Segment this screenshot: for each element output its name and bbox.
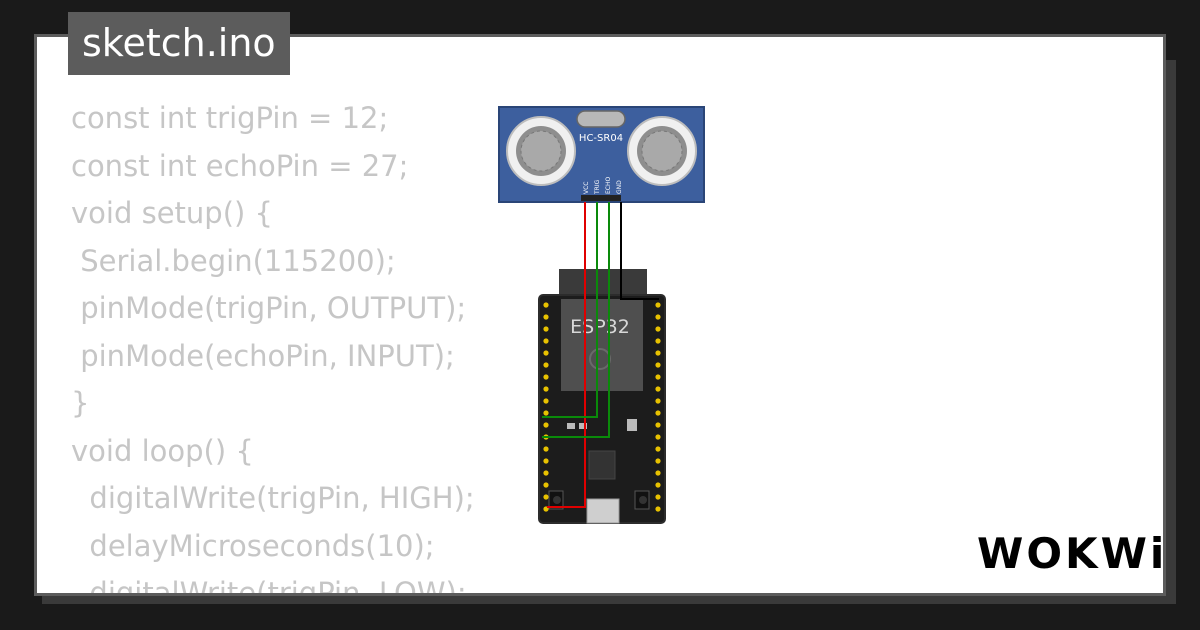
code-line: const int trigPin = 12;: [71, 101, 389, 135]
sensor-label: HC-SR04: [579, 133, 623, 144]
transducer-right: [627, 116, 697, 186]
code-line: Serial.begin(115200);: [71, 243, 396, 278]
code-line: pinMode(trigPin, OUTPUT);: [71, 291, 467, 325]
wire-gnd: [620, 202, 659, 300]
code-line: }: [71, 386, 90, 420]
code-preview: const int trigPin = 12; const int echoPin…: [71, 95, 475, 596]
board-label: ESP32: [570, 316, 630, 338]
pin-label-gnd: GND: [616, 180, 623, 194]
esp32-board[interactable]: ESP32: [538, 269, 666, 524]
code-line: delayMicroseconds(10);: [71, 528, 435, 563]
code-line: const int echoPin = 27;: [71, 148, 409, 183]
pin-label-echo: ECHO: [605, 177, 612, 194]
card-shadow-bottom: [42, 596, 1176, 604]
wire-echo: [542, 202, 610, 438]
wokwi-logo: WOKWi: [977, 529, 1166, 578]
transducer-left: [506, 116, 576, 186]
ultrasonic-sensor[interactable]: HC-SR04 VCC TRIG ECHO GND: [498, 106, 705, 203]
circuit-diagram: HC-SR04 VCC TRIG ECHO GND ESP32: [498, 106, 705, 524]
code-line: digitalWrite(trigPin, HIGH);: [71, 481, 475, 515]
right-header-pins: [655, 302, 661, 512]
card-shadow-right: [1166, 60, 1176, 596]
code-line: pinMode(echoPin, INPUT);: [71, 338, 455, 373]
wire-trig: [542, 202, 598, 418]
preview-card: const int trigPin = 12; const int echoPin…: [34, 34, 1166, 596]
pin-label-vcc: VCC: [583, 182, 590, 194]
pin-label-trig: TRIG: [594, 179, 601, 195]
wire-vcc: [547, 202, 586, 508]
code-line: digitalWrite(trigPin, LOW);: [71, 576, 467, 596]
code-line: void setup() {: [71, 196, 273, 230]
file-tab[interactable]: sketch.ino: [68, 12, 290, 75]
left-header-pins: [543, 302, 549, 512]
wires: [542, 202, 659, 508]
code-line: void loop() {: [71, 433, 254, 468]
